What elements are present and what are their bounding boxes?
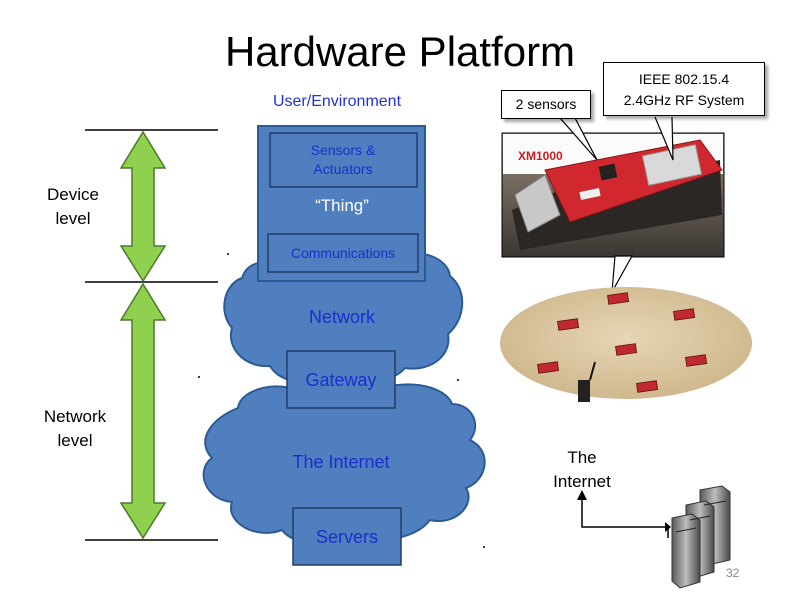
sensor-node <box>636 380 659 393</box>
device-level-line-1: Device <box>47 185 99 204</box>
sensor-node <box>615 343 638 356</box>
sensor-node <box>685 354 708 367</box>
sensors-actuators-line-1: Sensors & <box>311 142 376 158</box>
connector-arrowhead-up <box>577 490 587 500</box>
dot <box>457 379 459 381</box>
device-level-label: Device level <box>30 183 116 231</box>
gateway-label: Gateway <box>305 370 376 390</box>
servers-box <box>292 507 402 566</box>
sensor-node <box>607 292 630 305</box>
thing-label: “Thing” <box>315 196 369 215</box>
xm1000-label: XM1000 <box>518 149 563 163</box>
internet-label: The Internet <box>540 446 624 494</box>
network-label: Network <box>309 307 376 327</box>
communications-box <box>267 233 419 273</box>
sensors-actuators-line-2: Actuators <box>313 161 372 177</box>
rf-system-callout: IEEE 802.15.4 2.4GHz RF System <box>603 62 765 116</box>
sensor-node <box>673 308 696 321</box>
slide-title: Hardware Platform <box>224 28 576 75</box>
communications-label: Communications <box>291 245 395 261</box>
sensor-field <box>500 287 752 399</box>
dot <box>198 376 200 378</box>
sensor-node <box>557 318 580 331</box>
gateway-box <box>286 350 396 409</box>
internet-label-line-1: The <box>567 448 597 467</box>
device-level-arrow <box>119 130 167 283</box>
base-station-icon <box>578 361 596 402</box>
sensors-callout-pointer <box>559 117 598 161</box>
network-level-line-1: Network <box>43 407 107 426</box>
xm1000-photo: XM1000 <box>501 132 725 258</box>
sensor-node <box>537 361 560 374</box>
dot <box>483 546 485 548</box>
sensors-actuators-box <box>269 132 418 188</box>
network-level-arrow <box>119 282 167 540</box>
rf-callout-line-1: IEEE 802.15.4 <box>638 71 730 87</box>
rf-callout-pointer <box>654 116 674 161</box>
rf-callout-line-2: 2.4GHz RF System <box>623 92 745 108</box>
user-environment-label: User/Environment <box>272 93 402 110</box>
network-level-line-2: level <box>57 431 93 450</box>
connector-arrowhead-right <box>665 522 671 532</box>
server-rack-icon <box>671 485 731 589</box>
device-level-line-2: level <box>55 209 91 228</box>
sensor-nodes <box>537 292 708 393</box>
internet-label-line-2: Internet <box>553 472 611 491</box>
internet-cloud-label: The Internet <box>292 452 389 472</box>
network-level-label: Network level <box>30 405 120 453</box>
internet-to-server-connector <box>581 496 669 538</box>
sensors-callout: 2 sensors <box>501 90 591 119</box>
servers-label: Servers <box>316 527 378 547</box>
dot <box>227 253 229 255</box>
photo-to-field-pointer <box>611 255 634 293</box>
page-number: 32 <box>726 566 740 580</box>
